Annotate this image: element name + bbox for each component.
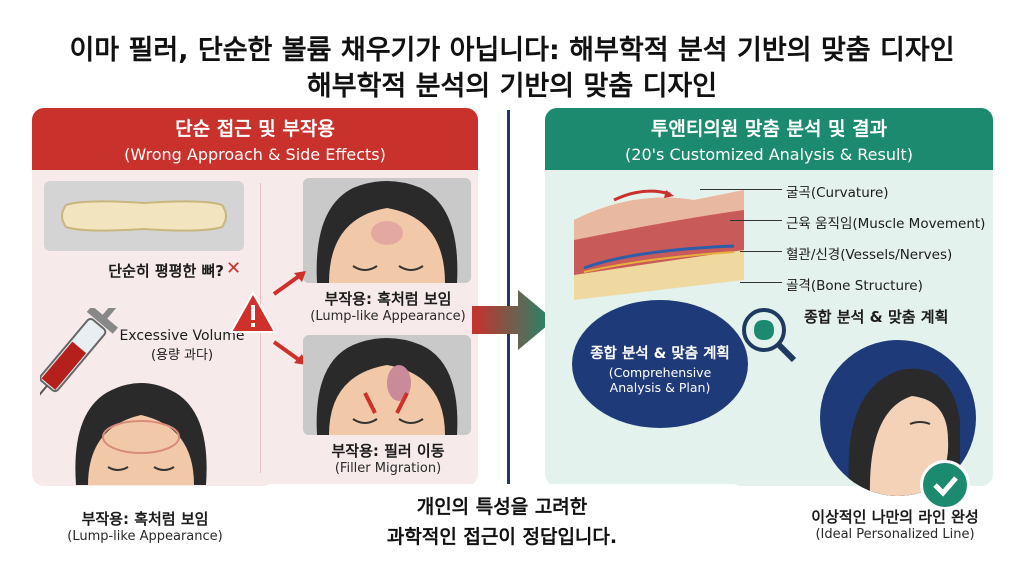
face-icon [75,383,207,485]
tissue-layers-icon [574,189,744,300]
callout-curvature: 굴곡(Curvature) [786,185,889,201]
conclusion-box: 개인의 특성을 고려한 과학적인 접근이 정답입니다. [258,484,746,564]
callout-muscle: 근육 움직임(Muscle Movement) [786,216,986,232]
wrong-approach-title: 단순 접근 및 부작용 [175,118,335,140]
excessive-volume-ko: (용량 과다) [150,348,214,363]
wrong-approach-subtitle: (Wrong Approach & Side Effects) [124,145,386,164]
migration-caption: 부작용: 필러 이동 (Filler Migration) [300,440,476,476]
callout-line-4 [740,282,782,283]
wrong-mark: ✕ [226,258,242,279]
lump-caption-ko-2: 부작용: 혹처럼 보임 [81,510,209,528]
conclusion-line-1: 개인의 특성을 고려한 [416,496,588,518]
migration-caption-en: (Filler Migration) [334,461,442,476]
lump-caption-ko: 부작용: 혹처럼 보임 [324,290,452,308]
migration-caption-ko: 부작용: 필러 이동 [331,442,445,460]
bone-label: 단순히 평평한 뼈? [108,262,224,280]
bone-image [44,181,244,251]
custom-analysis-title: 투앤티의원 맞춤 분석 및 결과 [650,118,888,140]
lump-caption-en: (Lump-like Appearance) [310,309,466,324]
syringe-icon [27,302,118,410]
custom-analysis-header: 투앤티의원 맞춤 분석 및 결과 (20's Customized Analys… [545,108,993,170]
plan-ko: 종합 분석 & 맞춤 계획 [590,346,730,362]
arrow-up-icon [270,268,310,302]
transition-arrow-icon [470,288,556,356]
lump-caption-bottom: 부작용: 혹처럼 보임 (Lump-like Appearance) [40,508,250,544]
plan-en-2: Analysis & Plan) [609,380,711,395]
syringe-illustration [27,302,140,432]
check-badge-icon [920,460,970,510]
warning-icon [228,290,278,340]
face-excess-illustration [66,375,216,489]
tissue-cross-section [574,180,754,314]
callout-bone: 골격(Bone Structure) [786,278,923,294]
excessive-volume-en: Excessive Volume [119,328,245,344]
custom-analysis-subtitle: (20's Customized Analysis & Result) [625,145,913,164]
conclusion-line-2: 과학적인 접근이 정답입니다. [386,526,618,548]
result-en: (Ideal Personalized Line) [815,527,975,542]
page-title: 이마 필러, 단순한 볼륨 채우기가 아닙니다: 해부학적 분석 기반의 맞춤 … [69,35,955,66]
callout-line-3 [740,251,782,252]
lump-caption-en-2: (Lump-like Appearance) [67,529,223,544]
plan-label-right: 종합 분석 & 맞춤 계획 [804,308,949,326]
face-migration-image [303,335,471,435]
flat-bone-icon [61,200,227,232]
callout-line-2 [730,220,782,221]
face-lump-image [303,178,471,283]
page-subtitle: 해부학적 분석의 기반의 맞춤 디자인 [306,71,718,102]
excessive-volume-label: Excessive Volume (용량 과다) [112,328,252,363]
result-ko: 이상적인 나만의 라인 완성 [811,508,979,526]
callout-line-1 [700,189,782,190]
lump-caption: 부작용: 혹처럼 보임 (Lump-like Appearance) [300,288,476,324]
result-caption: 이상적인 나만의 라인 완성 (Ideal Personalized Line) [790,506,1000,542]
plan-en-1: (Comprehensive [608,365,712,380]
face-migration-icon [316,338,458,435]
analysis-plan-bubble: 종합 분석 & 맞춤 계획 (Comprehensive Analysis & … [572,300,748,428]
brain-magnifier-icon [740,306,800,370]
wrong-approach-header: 단순 접근 및 부작용 (Wrong Approach & Side Effec… [32,108,478,170]
callout-vessels: 혈관/신경(Vessels/Nerves) [786,247,953,263]
face-lump-icon [316,181,458,283]
